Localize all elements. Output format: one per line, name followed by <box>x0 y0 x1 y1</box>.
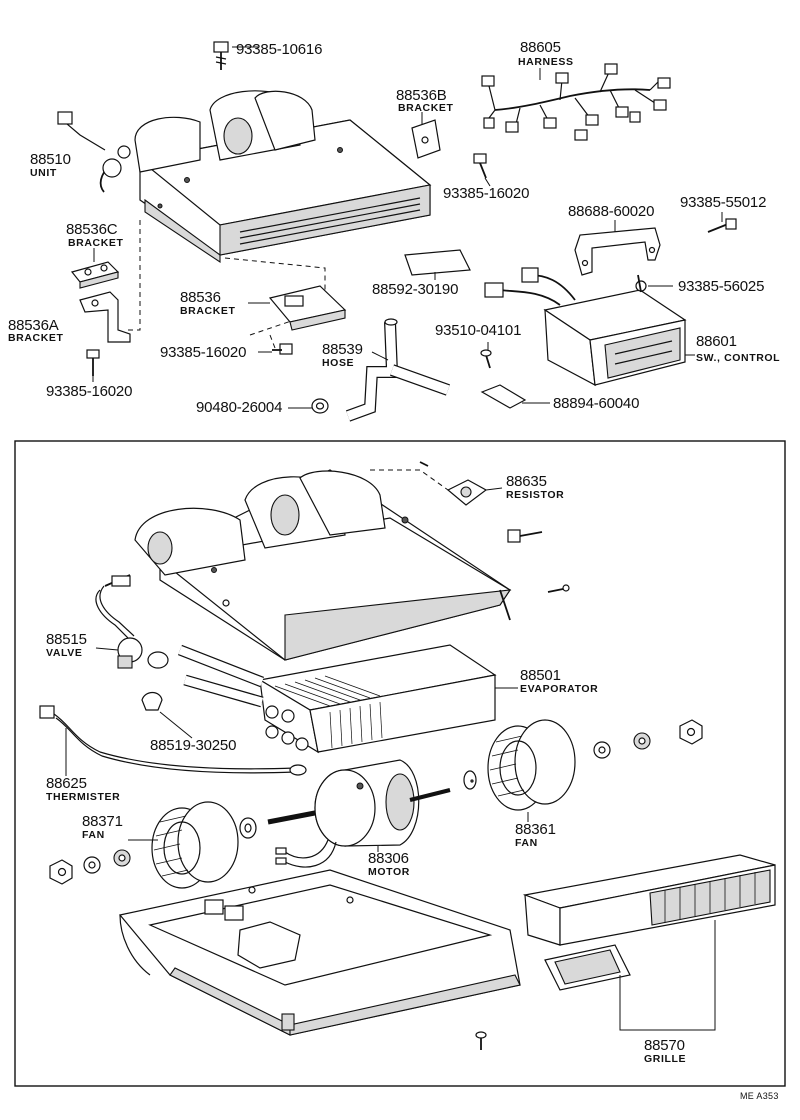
label-88894: 88894-60040 <box>553 395 640 412</box>
label-93385-55012: 93385-55012 <box>680 194 767 211</box>
washers-left <box>49 849 131 885</box>
label-88515: 88515 <box>46 631 87 648</box>
label-88625: 88625 <box>46 775 87 792</box>
label-88371: 88371 <box>82 813 123 830</box>
pad-88592-drawing <box>404 249 471 280</box>
label-88635-name: RESISTOR <box>506 489 565 501</box>
screw-bottom <box>475 1031 487 1050</box>
clamp-88519-drawing <box>141 691 193 739</box>
label-88515-name: VALVE <box>46 647 83 659</box>
label-93510: 93510-04101 <box>435 322 522 339</box>
label-88536: 88536 <box>180 289 221 306</box>
screw-93385-16020-a-drawing <box>473 153 491 187</box>
label-88510-name: UNIT <box>30 167 57 179</box>
label-88510: 88510 <box>30 151 71 168</box>
upper-housing-drawing <box>134 469 512 661</box>
screw-93510-drawing <box>480 342 492 369</box>
label-88536-name: BRACKET <box>180 305 236 317</box>
label-88539-name: HOSE <box>322 357 355 369</box>
hose-88539-drawing <box>345 318 451 422</box>
bracket-88536a-drawing <box>79 291 131 343</box>
label-93385-56025: 93385-56025 <box>678 278 765 295</box>
label-88601-name: SW., CONTROL <box>696 352 781 364</box>
label-93385-10616: 93385-10616 <box>236 41 323 58</box>
unit-88510-drawing <box>57 90 432 264</box>
resistor-88635-drawing <box>370 461 503 506</box>
fan-88361-drawing <box>487 719 576 822</box>
label-88536a: 88536A <box>8 317 59 334</box>
label-88306-name: MOTOR <box>368 866 410 878</box>
thermister-88625-drawing <box>39 705 307 776</box>
bracket-88536c-drawing <box>70 248 120 289</box>
label-88605-name: HARNESS <box>518 56 574 68</box>
grille-88570-drawing <box>522 854 776 1031</box>
screw-93385-16020-b-drawing <box>258 343 293 355</box>
lower-case-drawing <box>118 869 521 1036</box>
label-88501-name: EVAPORATOR <box>520 683 599 695</box>
screw-93385-56025-drawing <box>635 274 673 293</box>
label-88635: 88635 <box>506 473 547 490</box>
bracket-88536b-drawing <box>411 112 441 159</box>
label-88688: 88688-60020 <box>568 203 655 220</box>
label-88536b-name: BRACKET <box>398 102 454 114</box>
valve-88515-drawing <box>95 574 169 669</box>
label-93385-16020-c: 93385-16020 <box>46 383 133 400</box>
label-88536a-name: BRACKET <box>8 332 64 344</box>
label-88601: 88601 <box>696 333 737 350</box>
control-switch-88601-drawing <box>484 267 695 387</box>
label-88501: 88501 <box>520 667 561 684</box>
screw-93385-16020-c-drawing <box>86 349 100 382</box>
washers-right <box>470 719 703 783</box>
fan-88371-drawing <box>128 801 257 889</box>
label-93385-16020-b: 93385-16020 <box>160 344 247 361</box>
motor-88306-drawing <box>267 759 477 868</box>
label-88536b: 88536B <box>396 87 447 104</box>
label-88536c: 88536C <box>66 221 118 238</box>
screw-93385-10616 <box>213 41 258 70</box>
label-88306: 88306 <box>368 850 409 867</box>
label-88536c-name: BRACKET <box>68 237 124 249</box>
label-88570: 88570 <box>644 1037 685 1054</box>
screw-93385-55012-drawing <box>707 212 737 233</box>
label-88539: 88539 <box>322 341 363 358</box>
label-88361-name: FAN <box>515 837 538 849</box>
grommet-90480-drawing <box>288 398 329 414</box>
bracket-88536-drawing <box>248 285 347 331</box>
evaporator-88501-drawing <box>178 644 518 754</box>
label-90480: 90480-26004 <box>196 399 283 416</box>
footer-code: ME A353 <box>740 1091 779 1101</box>
harness-88605-drawing <box>481 63 671 141</box>
label-88592: 88592-30190 <box>372 281 459 298</box>
screws-upper-housing <box>507 529 570 593</box>
label-88605: 88605 <box>520 39 561 56</box>
label-88625-name: THERMISTER <box>46 791 121 803</box>
label-88570-name: GRILLE <box>644 1053 687 1065</box>
label-93385-16020-a: 93385-16020 <box>443 185 530 202</box>
label-88361: 88361 <box>515 821 556 838</box>
label-88371-name: FAN <box>82 829 105 841</box>
label-88519: 88519-30250 <box>150 737 237 754</box>
bracket-88688-drawing <box>574 220 661 276</box>
clip-88894-drawing <box>480 384 550 409</box>
